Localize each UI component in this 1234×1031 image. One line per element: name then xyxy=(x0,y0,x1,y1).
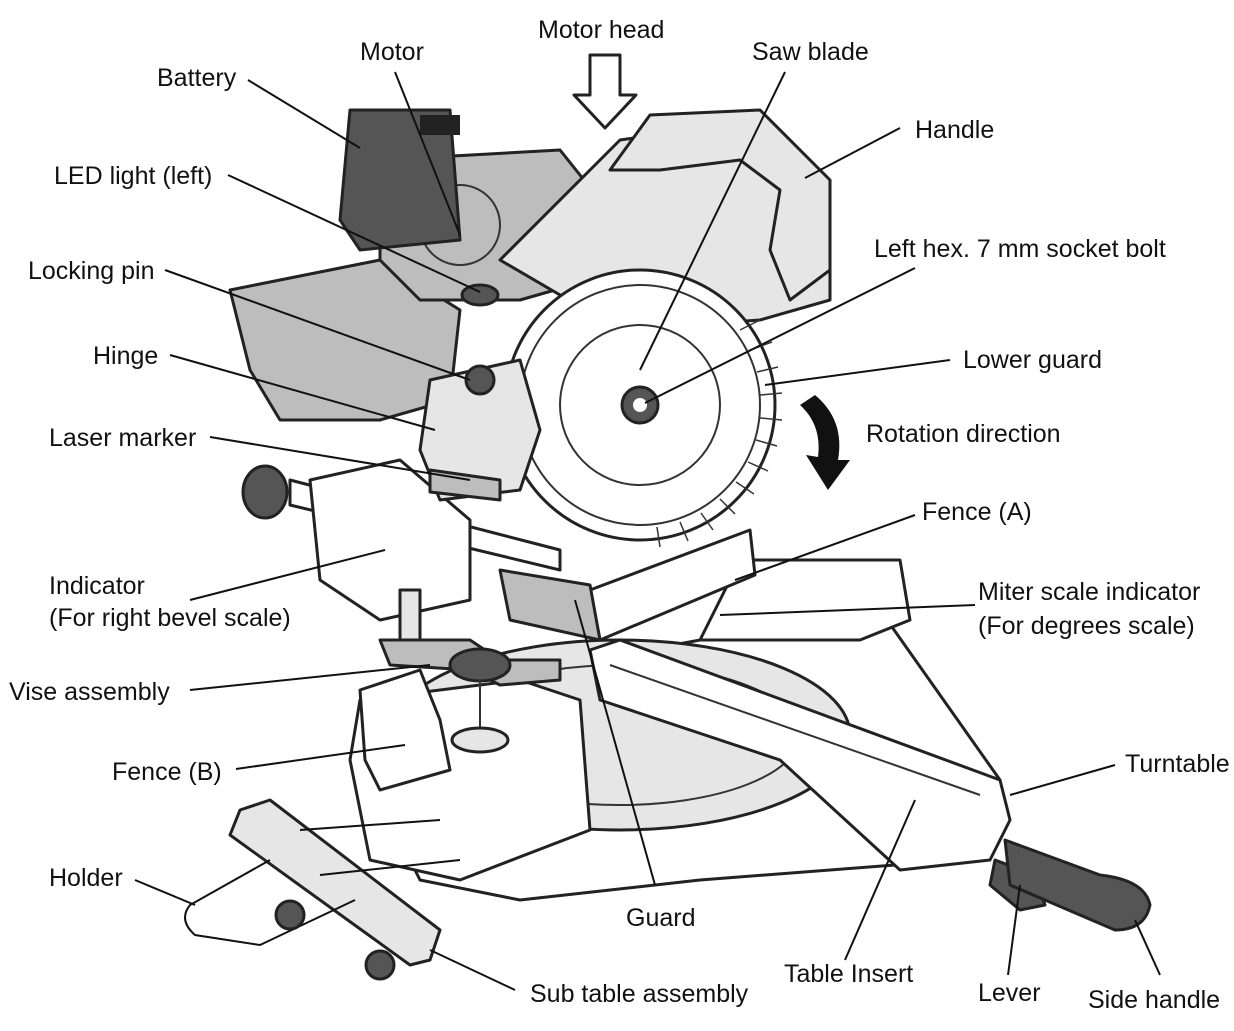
sub-table-plate xyxy=(228,798,442,967)
handle-loop xyxy=(608,108,832,302)
hex-bolt-center xyxy=(633,398,647,412)
label-locking-pin: Locking pin xyxy=(28,257,154,285)
label-hinge: Hinge xyxy=(93,342,158,370)
label-saw-blade: Saw blade xyxy=(752,38,869,66)
indicator-post xyxy=(398,588,422,642)
blade-inner xyxy=(559,324,721,486)
vise-knob xyxy=(448,647,512,683)
label-indicator-sub: (For right bevel scale) xyxy=(49,604,291,632)
turntable-arm xyxy=(588,638,1012,872)
holder-rod xyxy=(184,859,356,947)
label-turntable: Turntable xyxy=(1125,750,1230,778)
label-motor: Motor xyxy=(360,38,424,66)
label-guard: Guard xyxy=(626,904,695,932)
label-sub-table-assembly: Sub table assembly xyxy=(530,980,749,1008)
locking-pin-knob xyxy=(464,364,496,396)
right-base xyxy=(698,558,912,642)
holder-knob-2 xyxy=(364,949,396,981)
label-lower-guard: Lower guard xyxy=(963,346,1102,374)
label-left-hex-bolt: Left hex. 7 mm socket bolt xyxy=(874,235,1166,263)
label-lever: Lever xyxy=(978,979,1041,1007)
laser-marker-shape xyxy=(428,468,502,502)
battery-pack xyxy=(338,108,462,252)
fence-b-shape xyxy=(358,668,452,792)
side-handle-grip xyxy=(1003,838,1152,932)
label-vise-assembly: Vise assembly xyxy=(9,678,170,706)
label-battery: Battery xyxy=(157,64,237,92)
saw-illustration xyxy=(184,53,1152,981)
arm-groove xyxy=(609,664,981,796)
label-handle: Handle xyxy=(915,116,994,144)
guard-strip xyxy=(498,568,602,642)
holder-rod-2 xyxy=(299,819,461,876)
hinge-block xyxy=(418,358,542,502)
label-fence-b: Fence (B) xyxy=(112,758,222,786)
bevel-block xyxy=(308,458,472,622)
rotation-arrow xyxy=(800,395,850,490)
label-fence-a: Fence (A) xyxy=(922,498,1032,526)
label-indicator: Indicator xyxy=(49,572,145,600)
led-light xyxy=(460,283,500,307)
label-motor-head: Motor head xyxy=(538,16,664,44)
label-miter-scale: Miter scale indicator xyxy=(978,578,1200,606)
battery-label xyxy=(420,115,460,135)
label-miter-scale-sub: (For degrees scale) xyxy=(978,612,1195,640)
rail-end-knob xyxy=(241,464,289,520)
holder-knob-1 xyxy=(274,899,306,931)
motor-head-arrow xyxy=(572,53,638,130)
labels: Motor head Motor Saw blade Battery Handl… xyxy=(9,16,1230,1014)
label-table-insert: Table Insert xyxy=(784,960,913,988)
label-side-handle: Side handle xyxy=(1088,986,1220,1014)
label-rotation-direction: Rotation direction xyxy=(866,420,1061,448)
label-led-light-left: LED light (left) xyxy=(54,162,212,190)
label-holder: Holder xyxy=(49,864,123,892)
leader-lines xyxy=(134,71,1161,991)
vise-foot xyxy=(450,726,510,754)
label-laser-marker: Laser marker xyxy=(49,424,196,452)
